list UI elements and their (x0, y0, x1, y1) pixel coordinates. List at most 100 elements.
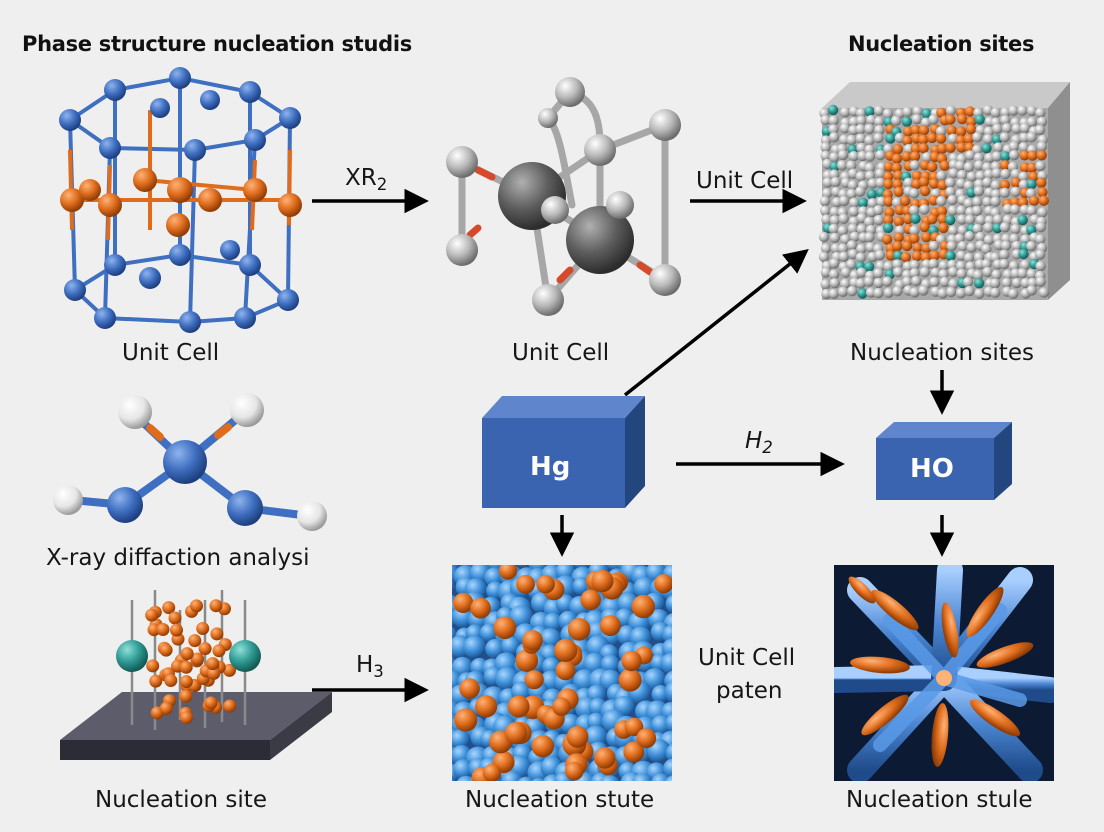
rod-structure-illustration (834, 565, 1054, 781)
cube-atom (820, 279, 831, 290)
cube-atom (883, 178, 894, 190)
cube-atom (864, 123, 875, 135)
cube-atom (873, 132, 884, 144)
cluster-atom (146, 659, 160, 673)
cube-atom (1008, 105, 1019, 116)
cube-atom (855, 171, 866, 182)
cube-atom (1017, 105, 1028, 116)
label-unit-cell-1: Unit Cell (122, 340, 220, 366)
cube-atom (864, 162, 875, 174)
cube-atom (856, 243, 867, 255)
cube-atom (884, 207, 895, 218)
cube-atom (1038, 195, 1050, 206)
cube-atom (900, 252, 912, 263)
cube-atom (945, 250, 956, 262)
cube-atom (902, 135, 913, 146)
cube-atom (1035, 107, 1046, 119)
cube-atom (972, 132, 983, 143)
cube-atom (909, 268, 920, 279)
cube-atom (849, 231, 860, 242)
cube-atom (955, 160, 966, 171)
cube-atom (882, 171, 894, 182)
packed-atom-orange (623, 741, 645, 763)
cube-atom (1000, 107, 1011, 118)
packed-atom-blue (518, 776, 535, 781)
cube-atom (865, 287, 877, 298)
cube-atom (956, 205, 967, 216)
diagram-title-left: Phase structure nucleation studis (22, 32, 412, 56)
arrow-label-h2: H2 (745, 428, 773, 457)
cluster-atom (159, 643, 173, 657)
cube-atom (999, 179, 1011, 191)
cube-atom (864, 232, 875, 243)
packed-atom-orange (624, 717, 644, 737)
cluster-atom (170, 623, 183, 637)
cluster-atom (209, 599, 223, 613)
cube-atom (1038, 287, 1050, 298)
label-unit-cell-paten-line2: paten (716, 678, 783, 704)
cube-atom (921, 152, 933, 163)
cube-atom (993, 142, 1004, 153)
cube-atom (1028, 195, 1040, 206)
cube-atom (1035, 221, 1047, 233)
cube-atom (945, 186, 956, 198)
packed-atom-blue (485, 638, 505, 659)
cube-atom (999, 249, 1010, 260)
packed-atom-blue (600, 775, 620, 781)
cube-atom (918, 134, 929, 145)
cube-atom (1026, 116, 1038, 128)
cube-atom (919, 221, 930, 233)
cube-atom (873, 277, 884, 289)
cube-atom (847, 285, 858, 297)
cube-atom (909, 233, 920, 244)
cube-atom (883, 215, 894, 226)
cube-atom (966, 242, 977, 253)
cube-atom (856, 224, 867, 235)
cube-atom (963, 133, 975, 145)
packed-atom-orange (504, 722, 528, 745)
packed-atom-blue (452, 729, 470, 750)
packed-atom-orange (515, 649, 539, 672)
cube-atom (981, 243, 992, 255)
cluster-atom (179, 675, 193, 689)
cube-atom (911, 114, 922, 125)
cube-atom (939, 160, 950, 171)
cube-atom (937, 214, 948, 225)
cube-atom (855, 124, 866, 135)
cluster-atom (156, 623, 170, 636)
cube-atom (974, 288, 985, 299)
cube-atom (892, 241, 903, 252)
cube-atom (828, 115, 839, 126)
cube-atom (840, 234, 851, 245)
cube-atom (829, 278, 840, 289)
cube-atom (936, 206, 948, 217)
cluster-atom (149, 674, 163, 688)
cube-atom (1019, 123, 1030, 134)
cube-atom (1011, 277, 1023, 289)
cube-atom (957, 241, 968, 252)
cluster-atom (162, 601, 176, 615)
arrow-label-xr2: XR2 (345, 165, 387, 194)
cube-atom (928, 240, 940, 252)
label-nucleation-stute-2: Nucleation stule (846, 787, 1033, 813)
cube-atom (1027, 162, 1038, 173)
arrow-label-h3-sub: 3 (373, 661, 384, 681)
cube-atom (837, 149, 849, 161)
cube-atom (903, 177, 914, 188)
cube-atom (1010, 186, 1021, 197)
packed-atom-orange (475, 695, 498, 718)
cube-atom (874, 249, 885, 261)
cube-atom (935, 126, 947, 137)
packed-atom-blue (463, 635, 486, 659)
cube-atom (918, 285, 929, 296)
packed-atom-orange (554, 638, 578, 663)
cube-atom (992, 214, 1004, 225)
cube-atom (882, 276, 893, 287)
packed-atom-orange (507, 695, 530, 718)
cube-atom (956, 142, 967, 153)
cube-atom (874, 124, 885, 136)
cube-atom (918, 143, 929, 154)
cube-atom (973, 152, 984, 163)
cube-atom (910, 213, 921, 224)
cube-atom (999, 132, 1010, 143)
